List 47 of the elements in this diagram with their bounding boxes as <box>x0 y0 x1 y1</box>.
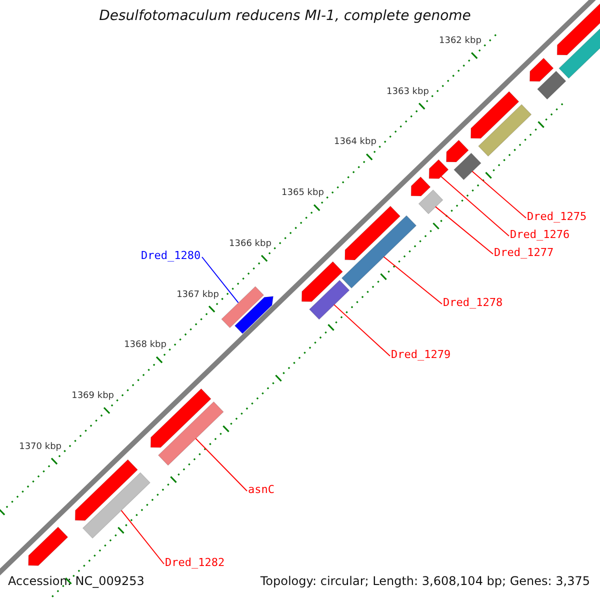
gene-bar <box>308 280 350 320</box>
gene-label: Dred_1282 <box>165 556 225 569</box>
gene-bar <box>529 58 554 82</box>
position-label: 1364 kbp <box>334 137 376 148</box>
gene-label: Dred_1277 <box>494 246 554 259</box>
position-label: 1362 kbp <box>439 36 482 46</box>
gene-bar <box>418 189 444 214</box>
position-label: 1368 kbp <box>124 340 166 350</box>
position-label: 1366 kbp <box>229 238 272 249</box>
genome-title: Desulfotomaculum reducens MI-1, complete genome <box>98 8 472 24</box>
position-label: 1363 kbp <box>386 86 429 97</box>
leader-line <box>334 304 390 356</box>
gene-bar <box>470 91 520 139</box>
gene-label: Dred_1278 <box>443 296 503 309</box>
gene-bar <box>234 296 274 334</box>
position-label: 1370 kbp <box>19 442 62 452</box>
leader-line <box>434 206 494 254</box>
accession-text: Accession: NC_009253 <box>8 574 144 588</box>
gene-label: Dred_1275 <box>527 210 587 223</box>
gene-label: Dred_1276 <box>510 228 570 241</box>
gene-bar <box>150 388 212 448</box>
leader-line <box>383 256 442 304</box>
leader-line <box>440 176 510 236</box>
leader-line <box>195 438 248 492</box>
gene-bar <box>221 286 264 328</box>
position-label: 1365 kbp <box>282 188 324 198</box>
gene-bar <box>344 206 401 260</box>
gene-bar <box>454 152 482 180</box>
gene-bar <box>82 472 150 539</box>
position-label: 1367 kbp <box>176 290 219 300</box>
gene-bar <box>537 70 566 100</box>
gene-bar <box>74 459 138 521</box>
gene-bar <box>301 261 343 302</box>
gene-bar <box>478 104 532 157</box>
gene-bar <box>410 176 431 196</box>
gene-bar <box>446 140 469 162</box>
position-label: 1369 kbp <box>72 391 114 402</box>
gene-label: asnC <box>248 483 274 496</box>
gene-bar <box>158 401 224 466</box>
leader-line <box>472 170 526 218</box>
leader-line <box>202 256 239 304</box>
gene-bar <box>341 215 417 289</box>
gene-label: Dred_1280 <box>141 249 201 262</box>
gene-bar <box>28 526 68 566</box>
genome-stats-text: Topology: circular; Length: 3,608,104 bp; Genes: 3,375 <box>260 574 590 588</box>
gene-label: Dred_1279 <box>391 348 451 361</box>
gene-bar <box>428 159 449 179</box>
